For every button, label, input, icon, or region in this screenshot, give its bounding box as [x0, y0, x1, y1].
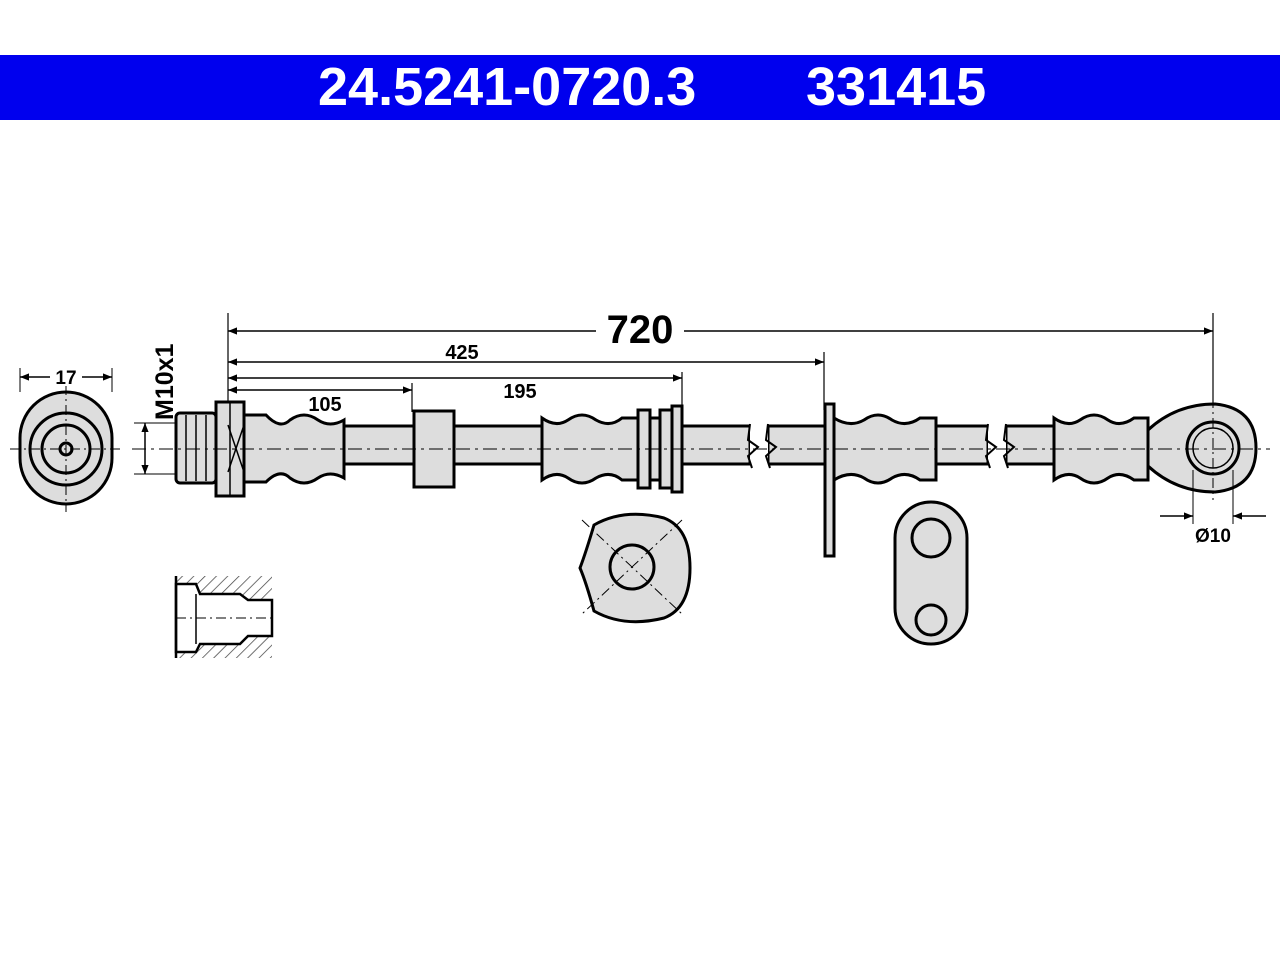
clip-plate-axis-2 — [581, 519, 683, 615]
header-banner: 24.5241-0720.3 331415 — [0, 55, 1280, 120]
part-number: 24.5241-0720.3 — [318, 57, 697, 117]
dim-17-label-bg — [50, 366, 82, 386]
dim-105-label: 105 — [308, 394, 341, 416]
crimp-ferrule-eye — [1052, 413, 1150, 485]
dim-425-label: 425 — [445, 342, 478, 364]
dim-17-label: 17 — [55, 368, 76, 389]
reference-number: 331415 — [806, 57, 987, 117]
dia-label: Ø10 — [1195, 526, 1231, 547]
dim-720-label: 720 — [607, 308, 674, 352]
bracket-detail — [893, 500, 969, 646]
hose-side-view — [174, 400, 1258, 558]
dim-720-label-bg — [596, 308, 684, 348]
break-line-1b — [764, 423, 778, 469]
break-gap-1 — [750, 420, 768, 470]
bracket-hole-bottom — [914, 603, 948, 637]
hex-nut-cross-2 — [227, 424, 245, 473]
break-line-1a — [746, 423, 760, 469]
break-line-2a — [984, 423, 998, 469]
crimp-ferrule-right — [832, 413, 938, 485]
break-marks — [746, 420, 1016, 470]
dimension-lines — [227, 313, 1214, 420]
dim-195-label: 195 — [503, 381, 536, 403]
break-gap-2 — [988, 420, 1006, 470]
bracket-hole-top — [910, 517, 952, 559]
port-section-detail — [174, 576, 274, 658]
thread-label: M10x1 — [151, 343, 179, 420]
break-line-2b — [1002, 423, 1016, 469]
